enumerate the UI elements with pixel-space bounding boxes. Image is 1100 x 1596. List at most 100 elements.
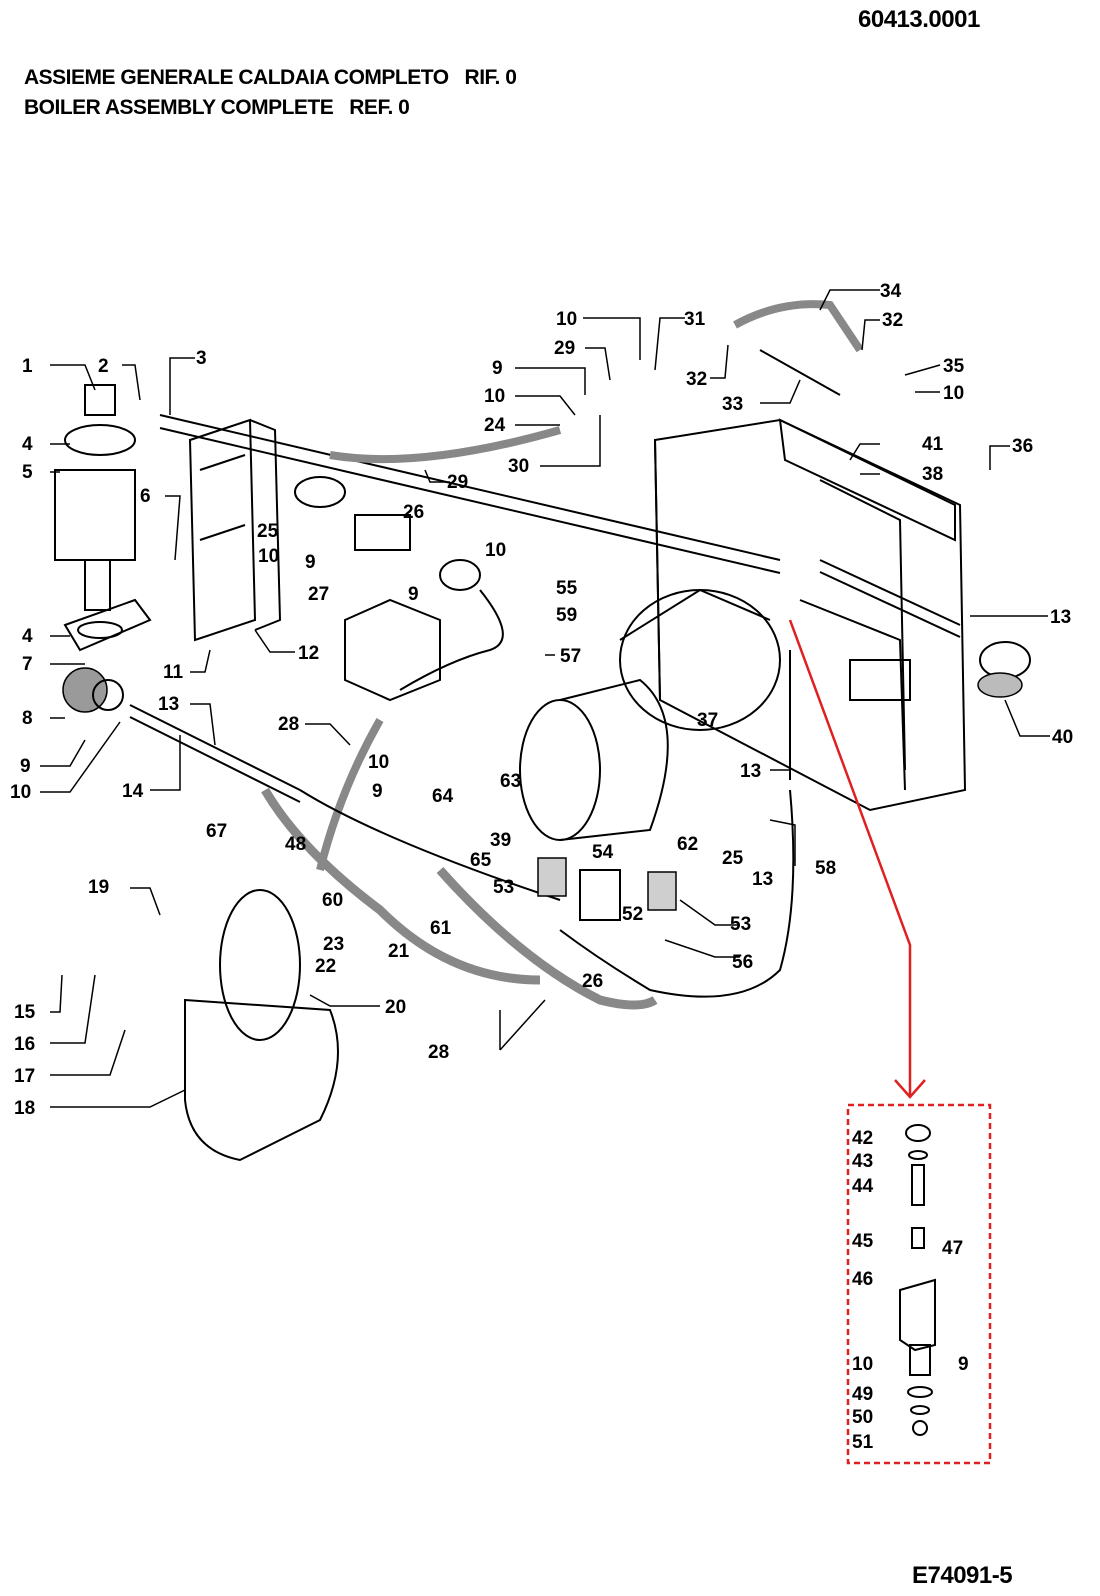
pump xyxy=(62,667,124,713)
part-label: 27 xyxy=(308,584,329,605)
part-label: 13 xyxy=(740,761,761,782)
part-label: 28 xyxy=(278,714,299,735)
document-number: 60413.0001 xyxy=(858,6,980,33)
part-label: 58 xyxy=(815,858,836,879)
part-label: 16 xyxy=(14,1034,35,1055)
part-label: 67 xyxy=(206,821,227,842)
part-label: 1 xyxy=(22,356,33,377)
part-label: 29 xyxy=(447,472,468,493)
part-label: 19 xyxy=(88,877,109,898)
part-label: 50 xyxy=(852,1407,873,1428)
part-label: 22 xyxy=(315,956,336,977)
part-label: 33 xyxy=(722,394,743,415)
boiler-frame xyxy=(653,418,967,812)
part-label: 49 xyxy=(852,1384,873,1405)
part-label: 13 xyxy=(1050,607,1071,628)
part-label: 21 xyxy=(388,941,410,962)
part-label: 10 xyxy=(556,309,577,330)
part-label: 13 xyxy=(158,694,179,715)
part-label: 55 xyxy=(556,578,578,599)
part-label: 56 xyxy=(732,952,753,973)
part-label: 8 xyxy=(22,708,33,729)
part-label: 36 xyxy=(1012,436,1033,457)
part-label: 44 xyxy=(852,1176,874,1197)
part-label: 3 xyxy=(196,348,207,369)
part-label: 11 xyxy=(163,662,184,683)
part-label: 54 xyxy=(592,842,614,863)
part-label: 53 xyxy=(493,877,514,898)
part-label: 26 xyxy=(582,971,603,992)
part-label: 42 xyxy=(852,1128,873,1149)
part-label: 32 xyxy=(882,310,903,331)
part-label: 15 xyxy=(14,1002,36,1023)
part-label: 26 xyxy=(403,502,424,523)
part-label: 62 xyxy=(677,834,698,855)
part-label: 14 xyxy=(122,781,144,802)
part-label: 60 xyxy=(322,890,343,911)
part-label: 13 xyxy=(752,869,773,890)
part-label: 28 xyxy=(428,1042,449,1063)
part-label: 24 xyxy=(484,415,506,436)
part-label: 63 xyxy=(500,771,521,792)
part-label: 4 xyxy=(22,434,33,455)
part-label: 9 xyxy=(20,756,31,777)
title-italian: ASSIEME GENERALE CALDAIA COMPLETO RIF. 0 xyxy=(24,66,517,89)
part-label: 41 xyxy=(922,434,944,455)
part-label: 30 xyxy=(508,456,529,477)
callout-arrow xyxy=(788,619,926,1099)
part-label: 12 xyxy=(298,643,319,664)
title-english: BOILER ASSEMBLY COMPLETE REF. 0 xyxy=(24,96,410,119)
part-labels: 1 2 3 4 5 6 4 7 8 9 10 13 14 11 12 25 10… xyxy=(10,281,1073,1453)
part-label: 10 xyxy=(485,540,506,561)
left-bracket xyxy=(188,418,282,642)
pressure-switch xyxy=(977,641,1031,698)
part-label: 10 xyxy=(10,782,31,803)
part-label: 38 xyxy=(922,464,943,485)
part-label: 5 xyxy=(22,462,33,483)
part-label: 4 xyxy=(22,626,33,647)
part-label: 45 xyxy=(852,1231,874,1252)
hoses xyxy=(261,300,864,1010)
part-label: 48 xyxy=(285,834,306,855)
part-label: 43 xyxy=(852,1151,873,1172)
part-label: 9 xyxy=(305,552,316,573)
part-label: 46 xyxy=(852,1269,873,1290)
part-label: 52 xyxy=(622,904,643,925)
part-label: 51 xyxy=(852,1432,874,1453)
part-label: 64 xyxy=(432,786,454,807)
part-label: 10 xyxy=(943,383,964,404)
part-label: 25 xyxy=(722,848,744,869)
leader-lines xyxy=(40,289,1050,1108)
long-rods xyxy=(159,414,961,638)
part-label: 25 xyxy=(257,521,279,542)
part-label: 32 xyxy=(686,369,707,390)
part-label: 31 xyxy=(684,309,706,330)
part-label: 10 xyxy=(368,752,389,773)
part-label: 18 xyxy=(14,1098,35,1119)
tubes xyxy=(129,704,561,901)
part-label: 20 xyxy=(385,997,406,1018)
part-label: 10 xyxy=(484,386,505,407)
part-label: 10 xyxy=(852,1354,873,1375)
boiler-heater xyxy=(519,588,781,841)
part-label: 10 xyxy=(258,546,279,567)
part-label: 57 xyxy=(560,646,581,667)
part-label: 17 xyxy=(14,1066,35,1087)
part-label: 47 xyxy=(942,1238,963,1259)
part-label: 9 xyxy=(408,584,419,605)
part-label: 37 xyxy=(697,710,718,731)
part-label: 34 xyxy=(880,281,902,302)
part-label: 9 xyxy=(958,1354,969,1375)
detail-inset xyxy=(846,1103,992,1465)
part-label: 9 xyxy=(372,781,383,802)
part-label: 59 xyxy=(556,605,577,626)
part-label: 7 xyxy=(22,654,33,675)
solenoid-coil xyxy=(294,476,481,702)
part-label: 9 xyxy=(492,358,503,379)
part-label: 53 xyxy=(730,914,751,935)
part-label: 29 xyxy=(554,338,575,359)
part-label: 35 xyxy=(943,356,965,377)
drip-tray xyxy=(184,889,339,1162)
part-label: 6 xyxy=(140,486,151,507)
